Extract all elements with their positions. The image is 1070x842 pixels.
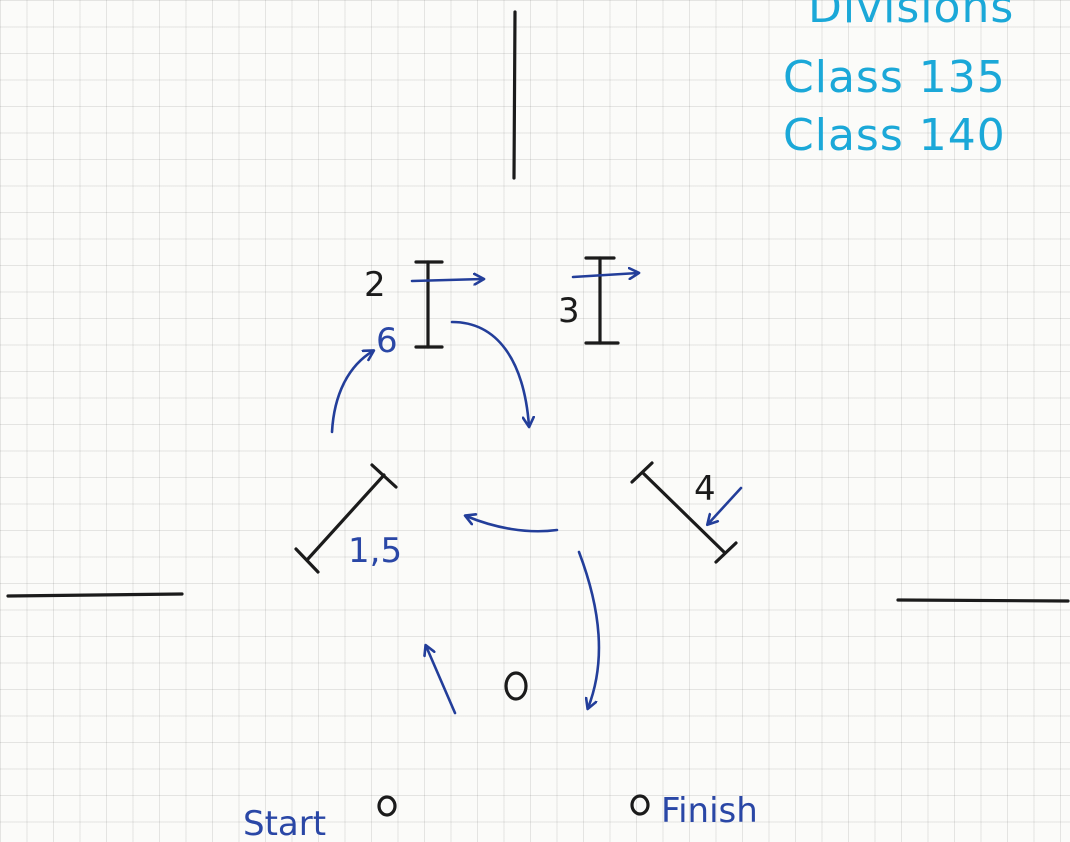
fence-4-direction-arrow xyxy=(708,486,743,524)
division-class-140: Class 140 xyxy=(783,110,1006,161)
start-marker-circle xyxy=(377,795,397,817)
fence-2-label: 2 xyxy=(364,265,386,305)
fence-4 xyxy=(630,461,738,564)
route-arrow-to-fence-6 xyxy=(330,351,373,434)
finish-label: Finish xyxy=(661,791,758,831)
arena-line-left xyxy=(6,592,184,598)
route-arrow-to-fence-5 xyxy=(466,516,559,533)
fence-3-label: 3 xyxy=(558,291,580,331)
fence-6-label: 6 xyxy=(376,321,398,361)
start-label: Start xyxy=(243,804,326,842)
route-arrow-from-fence-2 xyxy=(450,320,529,426)
finish-marker-circle xyxy=(630,794,650,816)
centerline-top xyxy=(512,10,517,180)
fence-3 xyxy=(584,256,620,345)
center-marker-circle xyxy=(504,671,528,701)
division-class-135: Class 135 xyxy=(783,52,1006,103)
fence-2-direction-arrow xyxy=(410,279,483,281)
route-arrow-start-approach xyxy=(426,646,457,715)
fence-1-5-label: 1,5 xyxy=(348,531,402,571)
fence-3-direction-arrow xyxy=(571,273,638,277)
fence-1-5 xyxy=(294,463,398,574)
arena-line-right xyxy=(896,598,1070,603)
fence-4-label: 4 xyxy=(694,469,716,509)
fence-2-6 xyxy=(414,260,444,349)
route-arrow-to-finish xyxy=(577,550,601,708)
divisions-heading: Divisions xyxy=(808,0,1014,33)
